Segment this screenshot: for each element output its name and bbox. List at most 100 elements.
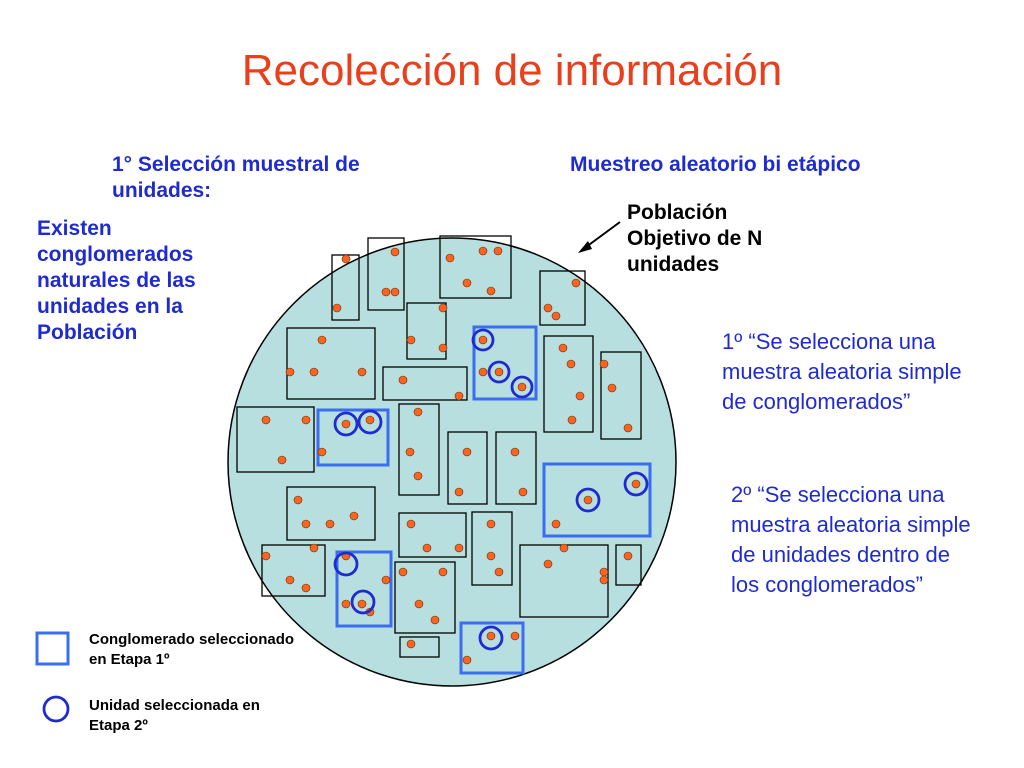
unit-dot (631, 479, 641, 489)
population-circle (227, 237, 677, 687)
unit-dot (430, 615, 440, 625)
cluster (398, 403, 440, 496)
cluster (261, 544, 326, 597)
unit-dot (438, 303, 448, 313)
unit-dot (583, 495, 593, 505)
unit-dot (332, 303, 342, 313)
unit-dot (543, 303, 553, 313)
unit-dot (381, 575, 391, 585)
unit-dot (462, 655, 472, 665)
cluster (398, 512, 467, 558)
unit-dot (405, 447, 415, 457)
unit-dot (543, 559, 553, 569)
legend-square-icon (35, 631, 70, 666)
unit-dot (518, 487, 528, 497)
unit-dot (293, 495, 303, 505)
unit-dot (445, 253, 455, 263)
unit-dot (390, 287, 400, 297)
unit-dot (261, 551, 271, 561)
unit-dot (390, 247, 400, 257)
unit-dot (422, 543, 432, 553)
unit-dot (454, 391, 464, 401)
unit-dot (301, 415, 311, 425)
unit-dot (317, 335, 327, 345)
unit-dot (454, 543, 464, 553)
unit-dot (413, 407, 423, 417)
unit-dot (341, 419, 351, 429)
unit-dot (325, 519, 335, 529)
unit-dot (571, 278, 581, 288)
unit-dot (406, 639, 416, 649)
selected-cluster (472, 325, 538, 401)
unit-dot (277, 455, 287, 465)
unit-dot (309, 367, 319, 377)
selected-unit-ring (623, 471, 649, 497)
clusters (236, 235, 642, 658)
selected-clusters (316, 325, 652, 675)
selected-unit-ring (478, 625, 504, 651)
unit-dot (285, 367, 295, 377)
unit-dot (478, 367, 488, 377)
selected-unit-ring (575, 487, 601, 513)
cluster (236, 406, 315, 473)
cluster (495, 431, 537, 505)
cluster (447, 431, 488, 505)
selected-unit-ring (350, 589, 376, 615)
heading-left: 1° Selección muestral de unidades: (112, 153, 360, 202)
slide-title: Recolección de información (241, 46, 783, 95)
unit-dot (462, 278, 472, 288)
unit-dot (575, 391, 585, 401)
unit-dot (398, 375, 408, 385)
unit-dot (341, 254, 351, 264)
selected-unit-ring (510, 375, 534, 399)
unit-dot (551, 311, 561, 321)
unit-dot (558, 343, 568, 353)
unit-dot (486, 286, 496, 296)
unit-dot (406, 519, 416, 529)
unit-dot (414, 599, 424, 609)
unit-dot (607, 383, 617, 393)
cluster (399, 636, 440, 658)
selected-unit-ring (357, 409, 383, 435)
cluster (394, 561, 456, 634)
unit-dot (623, 551, 633, 561)
legend-circle-label: Unidad seleccionada en Etapa 2º (89, 697, 260, 734)
step1-text: 1º “Se selecciona una muestra aleatoria … (722, 329, 962, 414)
unit-dot (486, 519, 496, 529)
unit-dot (357, 367, 367, 377)
cluster (286, 327, 376, 400)
cluster (471, 511, 513, 586)
cluster (439, 235, 512, 299)
unit-dot (341, 599, 351, 609)
unit-dot (599, 359, 609, 369)
unit-dot (301, 519, 311, 529)
unit-dot (365, 415, 375, 425)
selected-cluster (316, 408, 390, 467)
unit-dot (381, 287, 391, 297)
selected-unit-ring (471, 328, 495, 352)
population-label: Población Objetivo de N unidades (627, 201, 763, 276)
step2-text: 2º “Se selecciona una muestra aleatoria … (731, 482, 971, 597)
unit-dot (406, 335, 416, 345)
selected-cluster (542, 462, 652, 538)
unit-dot (398, 567, 408, 577)
unit-dot (510, 631, 520, 641)
unit-dot (285, 575, 295, 585)
unit-dot (349, 511, 359, 521)
cluster (367, 237, 405, 311)
cluster (286, 486, 376, 541)
unit-dot (494, 567, 504, 577)
unit-dot (438, 343, 448, 353)
unit-dot (438, 567, 448, 577)
cluster (382, 366, 468, 401)
unit-dot (623, 423, 633, 433)
unit-dot (413, 471, 423, 481)
unit-dot (317, 447, 327, 457)
selected-unit-ring (487, 360, 511, 384)
selected-cluster (335, 550, 393, 628)
unit-dot (478, 335, 488, 345)
unit-dot (493, 246, 503, 256)
unit-dot (566, 359, 576, 369)
selected-units (333, 328, 649, 651)
